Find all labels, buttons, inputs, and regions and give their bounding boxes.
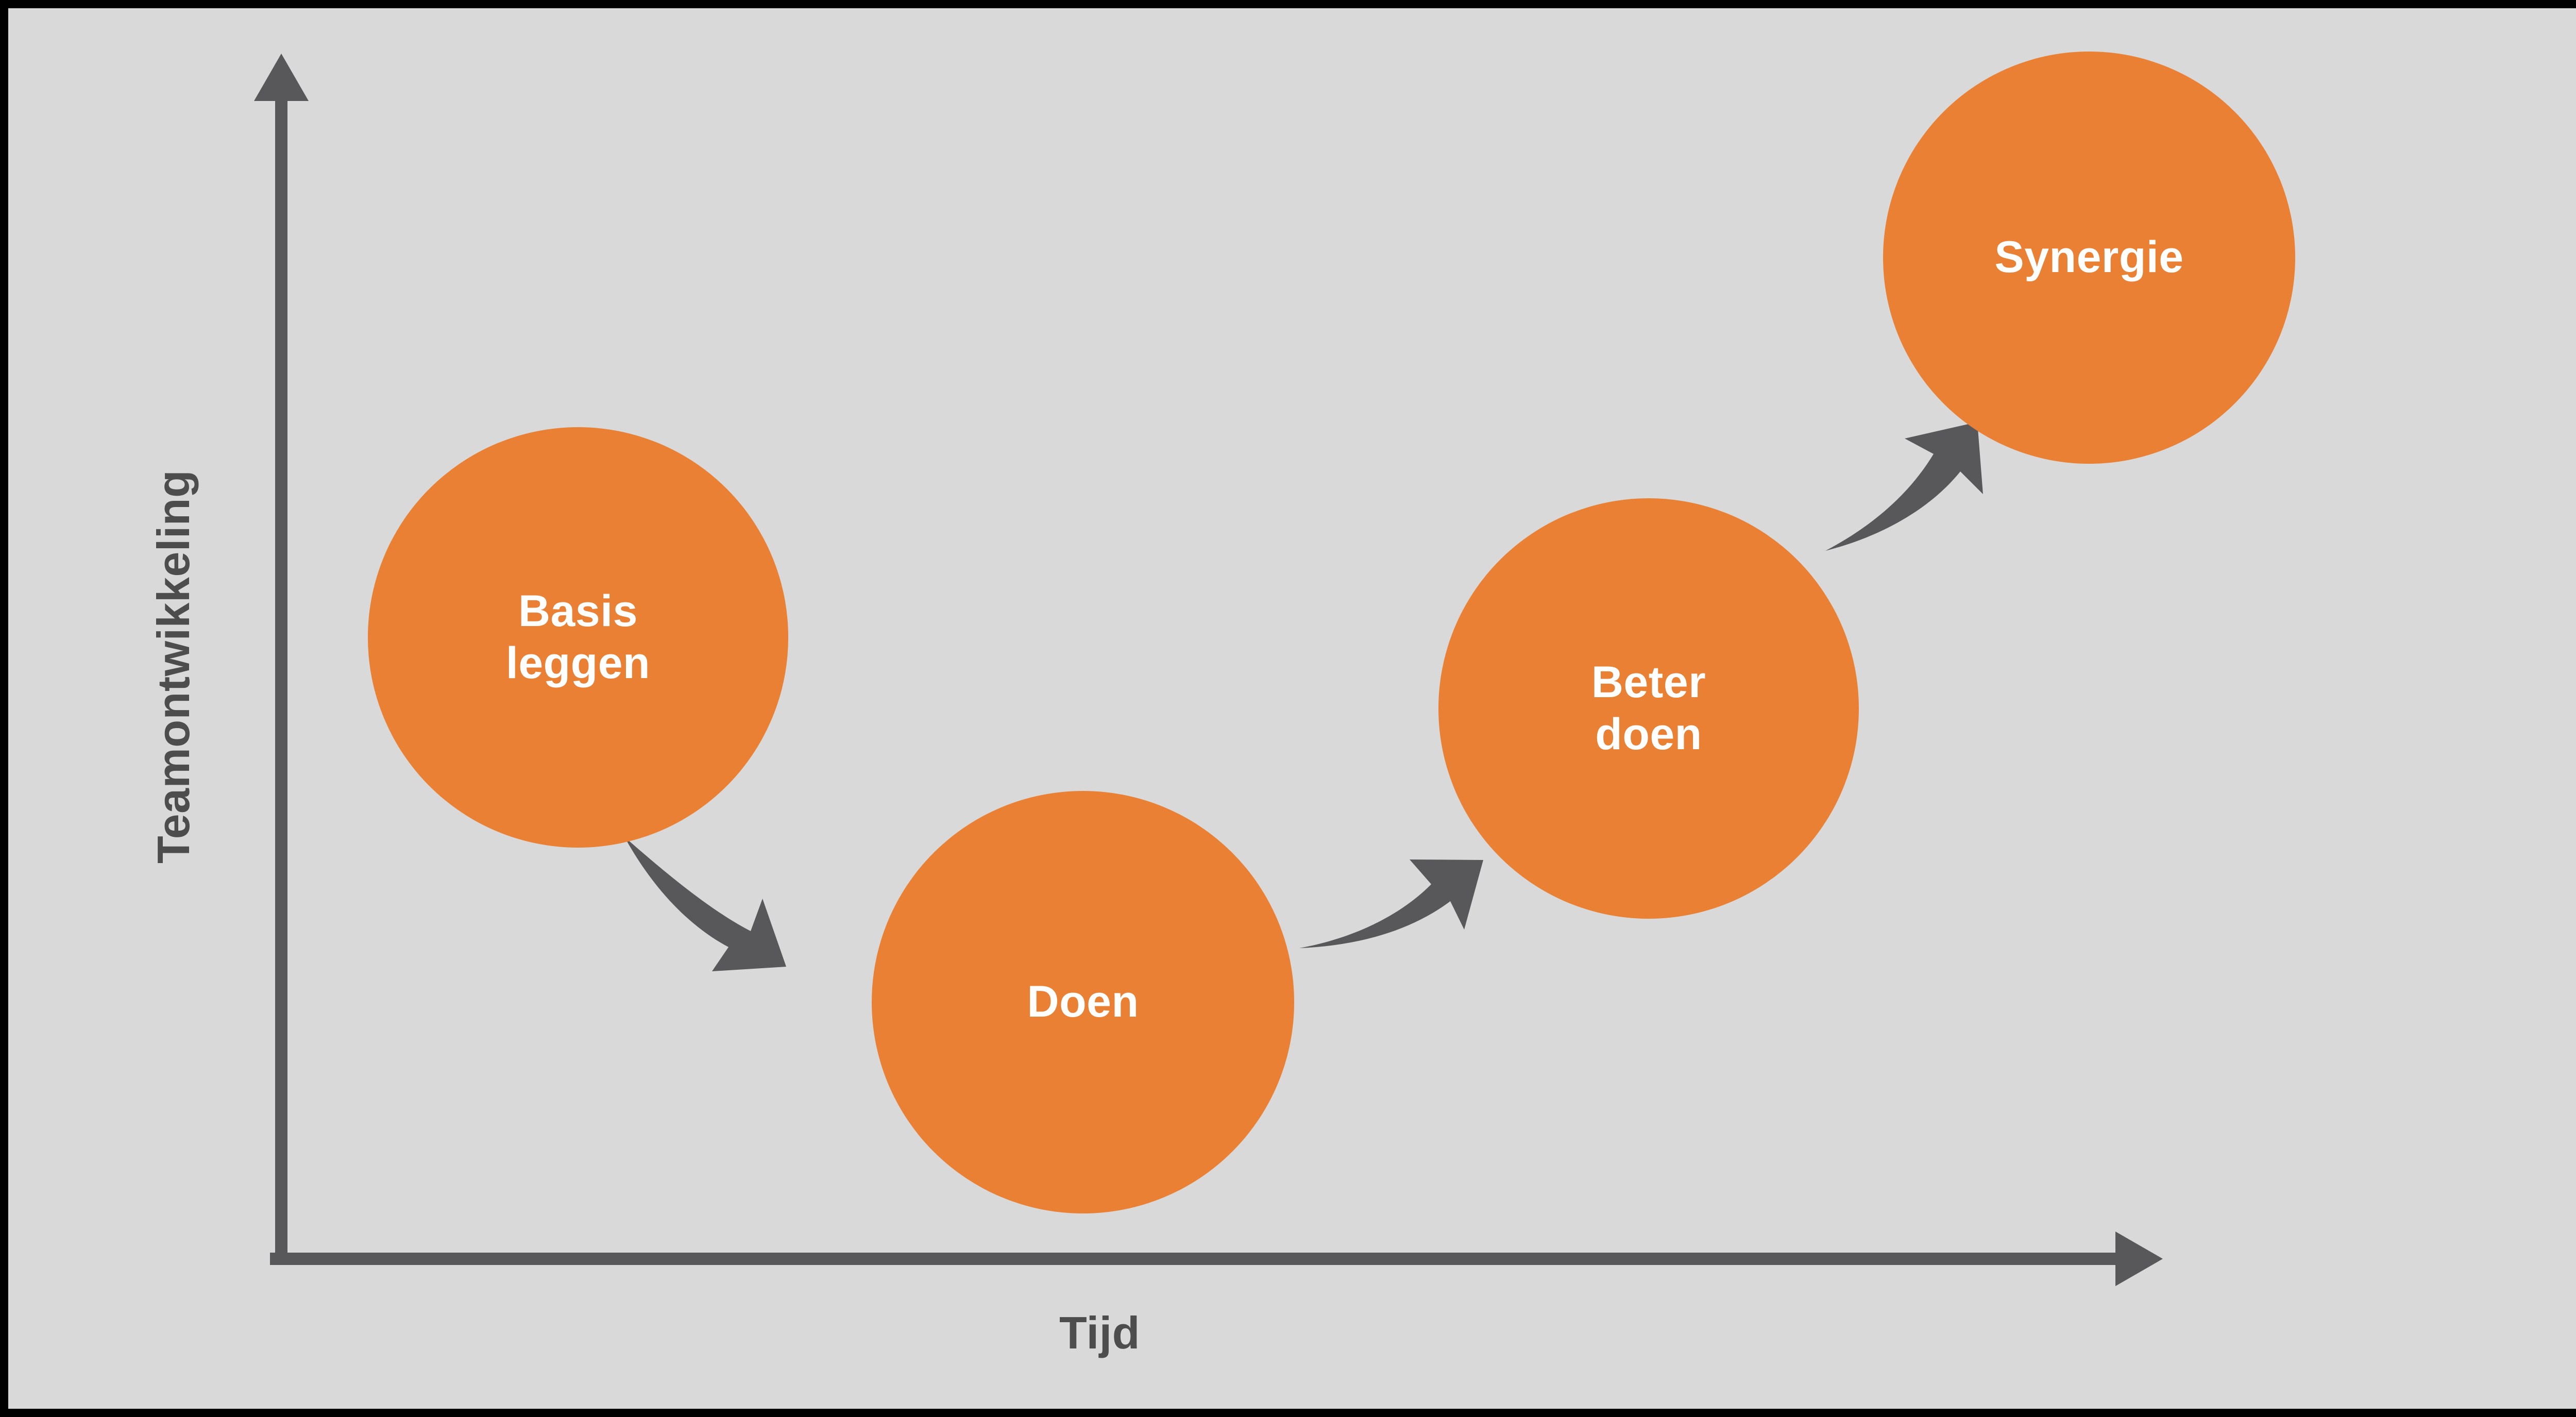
y-axis-label: Teamontwikkeling xyxy=(148,469,199,864)
node-label-synergie: Synergie xyxy=(1994,232,2184,282)
x-axis xyxy=(270,1232,2163,1286)
node-label-beter-doen: Beter doen xyxy=(1591,657,1706,759)
arrow-right-icon xyxy=(2115,1232,2163,1286)
y-axis xyxy=(254,54,309,1265)
node-beter-doen[interactable]: Beter doen xyxy=(1438,498,1859,919)
node-doen[interactable]: Doen xyxy=(872,791,1294,1213)
curved-arrow-down-right-icon xyxy=(624,837,786,971)
curved-arrow-up-right-icon xyxy=(1825,422,1983,551)
y-axis-line xyxy=(275,101,287,1265)
curved-arrow-up-right-icon xyxy=(1299,859,1483,948)
node-label-doen: Doen xyxy=(1027,977,1139,1027)
node-basis-leggen[interactable]: Basis leggen xyxy=(368,427,788,848)
node-synergie[interactable]: Synergie xyxy=(1883,52,2295,464)
diagram-vector-layer xyxy=(254,54,2163,1286)
x-axis-label: Tijd xyxy=(1059,1307,1140,1358)
node-label-basis-leggen: Basis leggen xyxy=(505,586,651,688)
arrow-doen-to-beter xyxy=(1299,859,1483,948)
diagram-inner-canvas: Basis leggen Doen Beter doen Synergie Te… xyxy=(8,8,2576,1409)
arrow-up-icon xyxy=(254,54,309,101)
arrow-beter-to-synergie xyxy=(1825,422,1983,551)
x-axis-line xyxy=(270,1253,2116,1265)
arrow-basis-to-doen xyxy=(624,837,786,971)
